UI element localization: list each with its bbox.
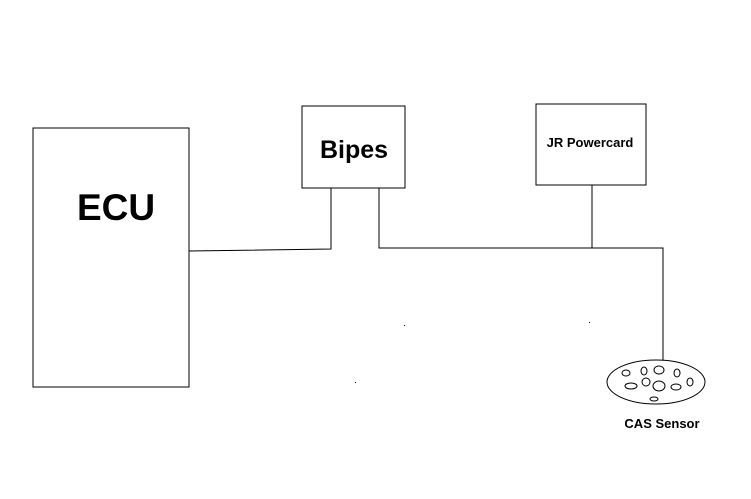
stray-specks: [355, 322, 590, 383]
cas-sensor-dot: [624, 382, 638, 390]
cas-sensor-dot: [652, 380, 666, 392]
cas-sensor-dot: [670, 383, 682, 391]
cas-sensor-dot: [686, 377, 694, 387]
wires: [188, 185, 664, 360]
speck: [589, 322, 590, 323]
ecu-node: ECU: [32, 127, 190, 388]
ecu-box: [32, 127, 190, 388]
bipes-box: [301, 105, 406, 189]
powercard-node: JR Powercard: [535, 103, 647, 186]
cas-sensor-label: CAS Sensor: [624, 416, 699, 431]
cas-sensor-dot: [653, 365, 665, 375]
cas-sensor-dot: [621, 369, 631, 377]
cas-sensor-dot: [649, 396, 659, 402]
wire-bipes-to-cas: [378, 188, 664, 360]
powercard-label: JR Powercard: [547, 135, 634, 150]
cas-sensor-dot: [673, 368, 681, 378]
ecu-label: ECU: [77, 187, 155, 228]
wire-ecu-to-bipes: [188, 188, 332, 252]
bipes-node: Bipes: [301, 105, 406, 189]
cas-sensor-node: CAS Sensor: [606, 359, 706, 431]
speck: [404, 325, 405, 326]
cas-sensor-icon: [606, 359, 706, 405]
powercard-box: [535, 103, 647, 186]
speck: [355, 382, 356, 383]
cas-sensor-dot: [641, 377, 651, 387]
bipes-label: Bipes: [320, 136, 388, 164]
cas-sensor-dot: [640, 366, 648, 376]
